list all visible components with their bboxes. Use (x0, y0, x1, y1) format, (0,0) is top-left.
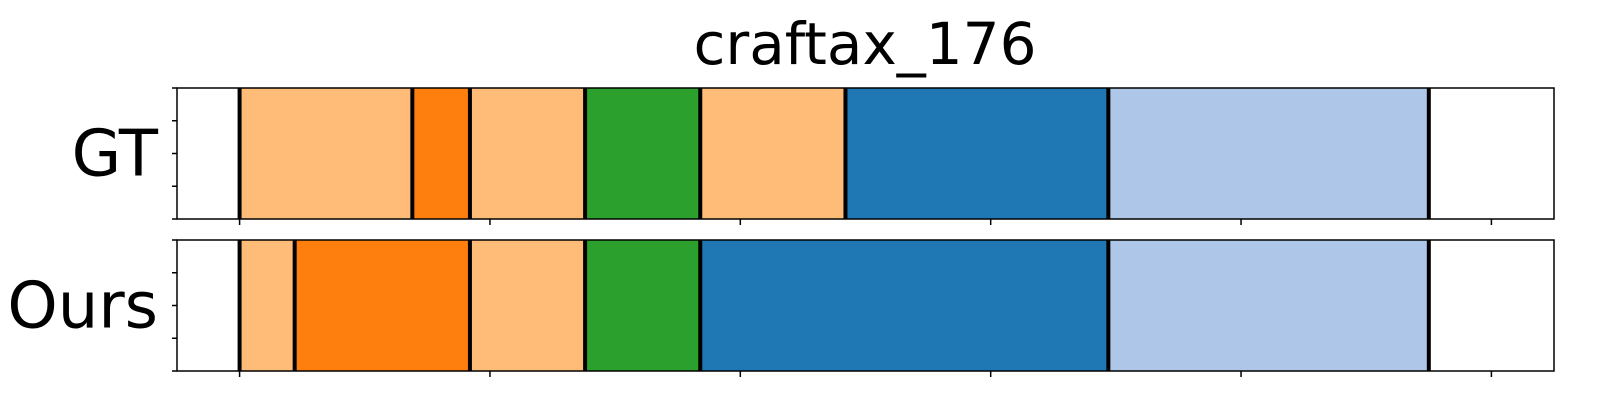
segment-gt-2 (412, 88, 470, 219)
segment-ours-1 (239, 240, 295, 371)
chart-title: craftax_176 (694, 10, 1037, 78)
segment-gt-6 (845, 88, 1109, 219)
segment-ours-3 (469, 240, 586, 371)
row-label-gt: GT (72, 118, 159, 192)
segment-ours-5 (700, 240, 1109, 371)
segment-ours-6 (1108, 240, 1429, 371)
segment-gt-5 (700, 88, 846, 219)
segment-ours-2 (294, 240, 470, 371)
row-label-ours: Ours (7, 270, 158, 344)
row-ours: Ours (7, 239, 1555, 377)
segment-gt-4 (585, 88, 701, 219)
row-gt: GT (72, 87, 1555, 225)
segment-ours-4 (585, 240, 701, 371)
segment-gt-7 (1108, 88, 1429, 219)
chart-rows: GT Ours (7, 87, 1555, 377)
segment-gt-3 (469, 88, 586, 219)
segment-gt-1 (239, 88, 413, 219)
